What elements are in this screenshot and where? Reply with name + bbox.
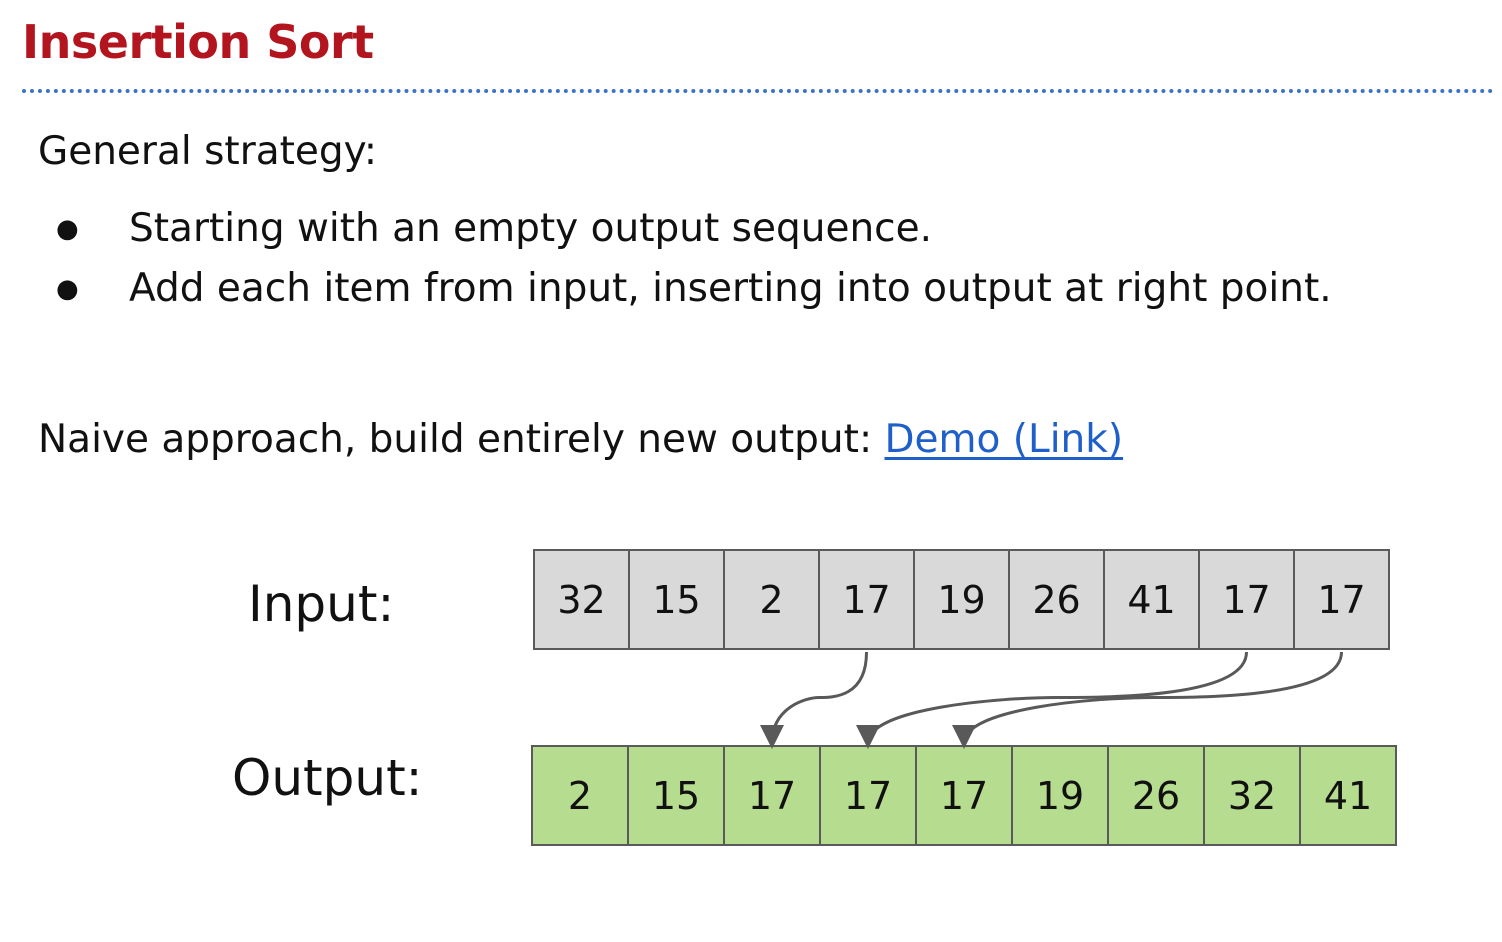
bullet-item: Starting with an empty output sequence. <box>129 206 933 251</box>
strategy-heading: General strategy: <box>38 129 378 174</box>
output-cell: 19 <box>1011 745 1109 846</box>
input-cell: 26 <box>1008 549 1105 650</box>
input-cell: 19 <box>913 549 1010 650</box>
slide-title: Insertion Sort <box>22 15 374 69</box>
input-cell: 41 <box>1103 549 1200 650</box>
output-cell: 2 <box>531 745 629 846</box>
input-cell: 2 <box>723 549 820 650</box>
output-cell: 41 <box>1299 745 1397 846</box>
bullet-item: Add each item from input, inserting into… <box>129 266 1332 311</box>
bullet-dot-icon: ● <box>56 214 79 244</box>
naive-approach-text: Naive approach, build entirely new outpu… <box>38 417 885 462</box>
output-cell: 17 <box>723 745 821 846</box>
insertion-arrow <box>760 651 868 749</box>
output-cell: 17 <box>819 745 917 846</box>
title-divider <box>22 89 1494 93</box>
output-cell: 17 <box>915 745 1013 846</box>
output-cell: 32 <box>1203 745 1301 846</box>
input-label: Input: <box>248 575 395 633</box>
output-cell: 15 <box>627 745 725 846</box>
naive-approach-line: Naive approach, build entirely new outpu… <box>38 415 1123 465</box>
input-cell: 32 <box>533 549 630 650</box>
output-label: Output: <box>232 749 423 807</box>
input-cell: 15 <box>628 549 725 650</box>
insertion-arrow <box>952 651 1343 749</box>
input-cell: 17 <box>1293 549 1390 650</box>
bullet-dot-icon: ● <box>56 274 79 304</box>
output-cell: 26 <box>1107 745 1205 846</box>
demo-link[interactable]: Demo (Link) <box>884 417 1124 462</box>
input-cell: 17 <box>818 549 915 650</box>
insertion-arrow <box>856 651 1248 749</box>
input-cell: 17 <box>1198 549 1295 650</box>
